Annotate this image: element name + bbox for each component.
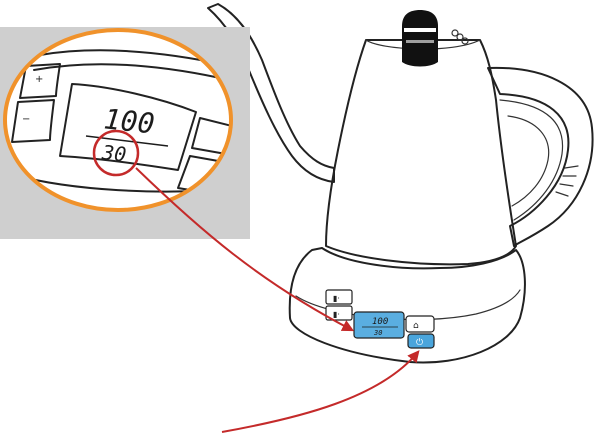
preset-button[interactable]: [325, 289, 353, 305]
zoom-lcd-display: [59, 83, 197, 171]
base-lcd-bottom-value: 30: [373, 329, 382, 337]
plus-icon: +: [35, 74, 43, 85]
hold-warm-button[interactable]: [405, 315, 435, 333]
callout-arrow-display: [135, 167, 355, 332]
plus-button[interactable]: [19, 63, 61, 99]
highlight-circle: [92, 129, 140, 177]
lid-knob: [402, 10, 438, 67]
zoom-inset: + − 100 30: [0, 27, 250, 239]
hold-warm-icon: ⌂: [413, 321, 419, 331]
preset-icon: ▮·: [333, 294, 340, 303]
kettle-illustration: ▮· ▮· 100 30 ⌂ ⏻: [207, 3, 594, 364]
minus-button[interactable]: [11, 99, 55, 143]
power-button[interactable]: [407, 333, 435, 349]
callout-arrow-power: [221, 350, 420, 433]
zoom-ring: [3, 28, 233, 212]
kettle-handle: [487, 66, 594, 247]
base-lcd-top-value: 100: [372, 317, 388, 327]
preset-button-2[interactable]: [325, 305, 353, 321]
kettle-base: [288, 247, 526, 364]
svg-text:▮·: ▮·: [333, 310, 340, 319]
minus-icon: −: [22, 114, 30, 125]
base-control-panel: ▮· ▮· 100 30 ⌂ ⏻: [325, 289, 435, 349]
zoom-lcd-bottom-value: 30: [100, 140, 127, 166]
power-icon: ⏻: [416, 337, 423, 348]
zoom-lens: [5, 30, 231, 210]
kettle-body: [325, 39, 517, 266]
